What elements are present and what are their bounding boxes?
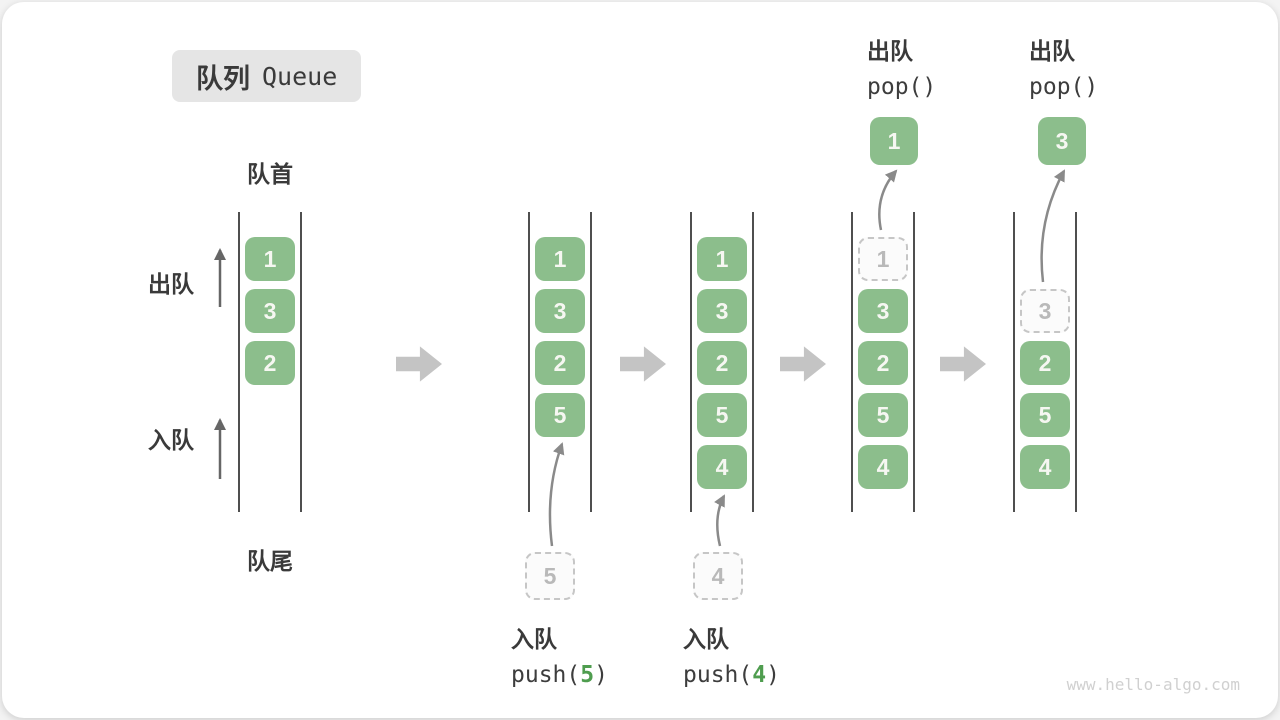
queue-cell-dashed: 1 [858,237,908,281]
pop-label-1: 出队 pop() [867,32,936,100]
push1-arg: 5 [580,662,595,688]
push-label-2: 入队 push(4) [683,620,780,688]
queue-cell: 3 [245,289,295,333]
popped-element-box: 1 [870,117,918,165]
queue-rail [1075,212,1077,512]
push2-code: push(4) [683,662,780,688]
watermark: www.hello-algo.com [1066,675,1240,694]
queue-cell: 2 [1020,341,1070,385]
queue-rear-label: 队尾 [247,548,293,574]
title-english: Queue [262,61,338,91]
title-box: 队列 Queue [172,50,362,102]
queue-rail [1013,212,1015,512]
queue-cell: 2 [245,341,295,385]
queue-cell: 5 [1020,393,1070,437]
push1-code: push(5) [511,662,608,688]
push-label-1: 入队 push(5) [511,620,608,688]
queue-rail [851,212,853,512]
pop-label-2: 出队 pop() [1029,32,1098,100]
enqueue-side-label: 入队 [148,427,194,453]
next-state-arrow-icon [780,346,826,382]
queue-rail [300,212,302,512]
queue-cell: 2 [697,341,747,385]
queue-cell: 2 [535,341,585,385]
dequeue-side-label: 出队 [148,271,194,297]
queue-cell: 4 [1020,445,1070,489]
queue-cell: 3 [697,289,747,333]
queue-cell: 3 [858,289,908,333]
incoming-element-box: 4 [693,552,743,600]
push1-action: 入队 [511,626,557,652]
queue-cell: 5 [697,393,747,437]
next-state-arrow-icon [940,346,986,382]
queue-cell: 3 [535,289,585,333]
push2-arg: 4 [752,662,767,688]
popped-element-box: 3 [1038,117,1086,165]
queue-rail [913,212,915,512]
queue-rail [238,212,240,512]
transfer-arrow-icon [548,442,565,547]
queue-cell: 1 [245,237,295,281]
push2-action: 入队 [683,626,729,652]
transfer-arrow-icon [878,169,898,231]
next-state-arrow-icon [620,346,666,382]
pop2-action: 出队 [1029,38,1075,64]
queue-cell: 1 [535,237,585,281]
queue-rail [590,212,592,512]
queue-rail [752,212,754,512]
queue-cell: 2 [858,341,908,385]
incoming-element-box: 5 [525,552,575,600]
queue-cell: 4 [858,445,908,489]
queue-cell: 5 [858,393,908,437]
title-chinese: 队列 [196,63,250,94]
queue-cell-dashed: 3 [1020,289,1070,333]
queue-front-label: 队首 [247,161,293,187]
transfer-arrow-icon [714,494,726,547]
pop1-action: 出队 [867,38,913,64]
pop1-code: pop() [867,74,937,100]
queue-rail [528,212,530,512]
next-state-arrow-icon [396,346,442,382]
queue-rail [690,212,692,512]
transfer-arrow-icon [1040,169,1066,283]
queue-cell: 4 [697,445,747,489]
pop2-code: pop() [1029,74,1099,100]
queue-cell: 5 [535,393,585,437]
queue-cell: 1 [697,237,747,281]
